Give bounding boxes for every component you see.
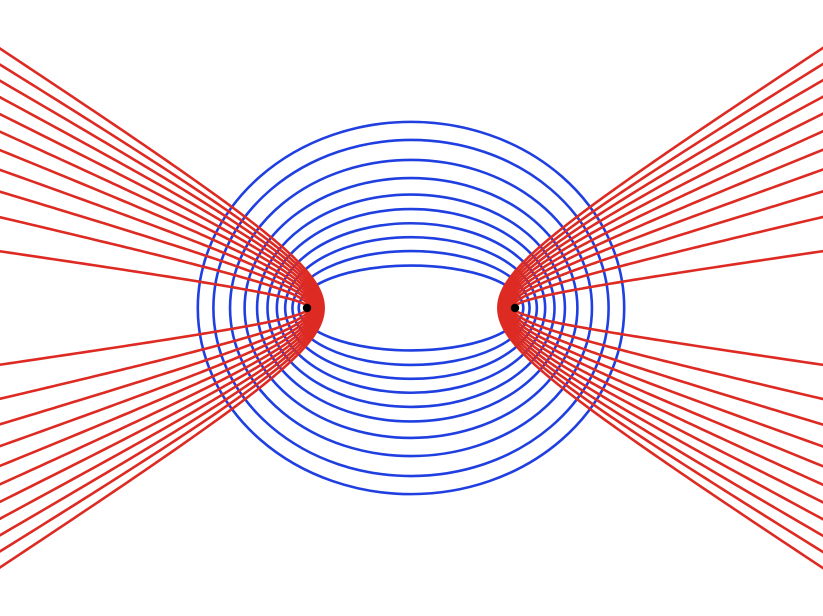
hyperbola-5-right [503,112,823,504]
hyperbola-11-right [512,249,823,367]
ellipse-4 [275,221,547,395]
ellipse-9 [212,138,610,478]
ellipse-3 [283,235,539,381]
hyperbola-1-left [0,47,325,569]
hyperbola-7-right [506,148,823,468]
ellipse-2 [291,249,531,367]
hyperbola-4-left [0,95,321,521]
ellipse-5 [266,207,556,409]
hyperbola-5-left [0,112,319,504]
ellipse-7 [243,176,579,440]
right-focus-point [510,303,520,313]
ellipse-1 [297,264,525,352]
hyperbola-1-right [497,46,823,570]
hyperbola-9-left [0,190,313,426]
hyperbola-8-right [507,168,823,448]
hyperbola-3-right [500,78,823,538]
hyperbola-8-left [0,168,315,448]
ellipse-family [196,120,626,496]
hyperbola-6-right [504,129,823,487]
ellipse-10 [196,120,626,496]
hyperbola-11-left [0,249,310,367]
hyperbola-2-left [0,63,324,553]
ellipse-8 [228,158,594,458]
hyperbola-4-right [501,95,823,521]
ellipse-6 [255,193,567,423]
hyperbola-6-left [0,130,318,486]
hyperbola-7-left [0,148,316,468]
hyperbola-3-left [0,79,322,537]
hyperbola-family [0,46,823,570]
left-focus-point [302,303,312,313]
hyperbola-2-right [498,62,823,554]
focus-points [302,303,520,313]
